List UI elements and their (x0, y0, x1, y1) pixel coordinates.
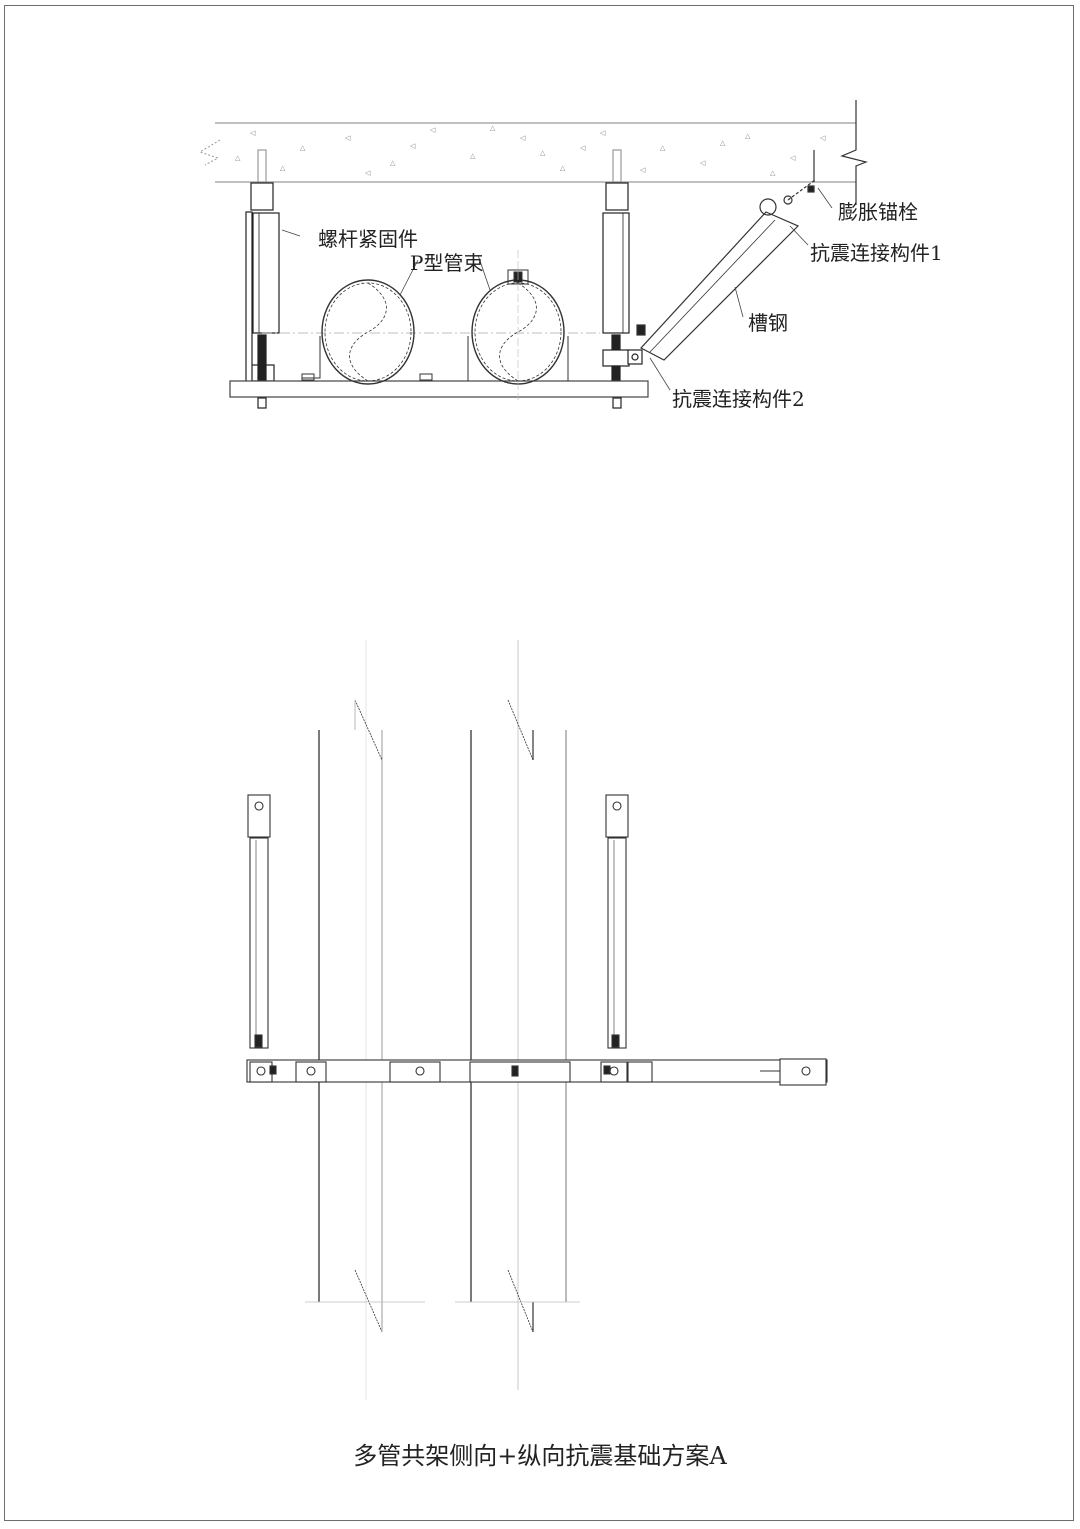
svg-text:△: △ (660, 144, 666, 152)
plan-horizontal-beam (246, 1058, 828, 1086)
svg-text:◁: ◁ (820, 134, 826, 142)
svg-text:◁: ◁ (430, 126, 436, 134)
svg-text:◁: ◁ (580, 144, 586, 152)
svg-text:◁: ◁ (640, 166, 646, 174)
svg-text:◁: ◁ (410, 142, 416, 150)
plan-view (246, 640, 828, 1400)
concrete-slab: ◁ △ ◁ △ ◁ △ ◁ △ ◁ △ ◁ △ ◁ △ ◁ △ ◁ △ ◁ △ ◁ △ ◁ △ (198, 100, 868, 205)
leader-lines (281, 187, 833, 391)
left-hanger (245, 149, 280, 409)
svg-text:△: △ (770, 169, 776, 177)
svg-text:◁: ◁ (600, 129, 606, 137)
svg-text:△: △ (390, 159, 396, 167)
plan-pipe-2 (455, 640, 580, 1390)
svg-text:△: △ (280, 164, 286, 172)
label-channel-steel: 槽钢 (748, 311, 788, 335)
plan-pipe-1 (305, 640, 425, 1400)
svg-text:◁: ◁ (345, 134, 351, 142)
pipe-2 (467, 250, 569, 400)
drawing-frame (4, 5, 1074, 1521)
drawing-title: 多管共架侧向+纵向抗震基础方案A (353, 1442, 727, 1470)
svg-text:△: △ (720, 139, 726, 147)
pipe-1 (301, 279, 433, 385)
diagonal-brace (636, 150, 816, 361)
svg-text:◁: ◁ (520, 134, 526, 142)
label-seismic-connector-2: 抗震连接构件2 (672, 387, 805, 411)
right-hanger (602, 149, 643, 409)
svg-text:△: △ (300, 144, 306, 152)
side-view: ◁ △ ◁ △ ◁ △ ◁ △ ◁ △ ◁ △ ◁ △ ◁ △ ◁ △ ◁ △ ◁ △ ◁ △ (198, 100, 943, 411)
svg-text:△: △ (235, 154, 241, 162)
svg-text:△: △ (470, 152, 476, 160)
svg-text:◁: ◁ (790, 154, 796, 162)
plan-right-hanger (605, 794, 629, 1049)
svg-text:△: △ (540, 149, 546, 157)
svg-text:△: △ (745, 132, 751, 140)
svg-text:◁: ◁ (250, 129, 256, 137)
label-expansion-anchor: 膨胀锚栓 (838, 200, 918, 224)
svg-text:◁: ◁ (365, 169, 371, 177)
svg-text:△: △ (490, 124, 496, 132)
label-rod-fastener: 螺杆紧固件 (318, 227, 418, 251)
base-channel (229, 380, 649, 398)
svg-text:△: △ (560, 164, 566, 172)
label-p-clamp: P型管束 (410, 251, 483, 275)
svg-text:◁: ◁ (700, 159, 706, 167)
plan-left-hanger (247, 794, 271, 1049)
label-seismic-connector-1: 抗震连接构件1 (810, 241, 943, 265)
